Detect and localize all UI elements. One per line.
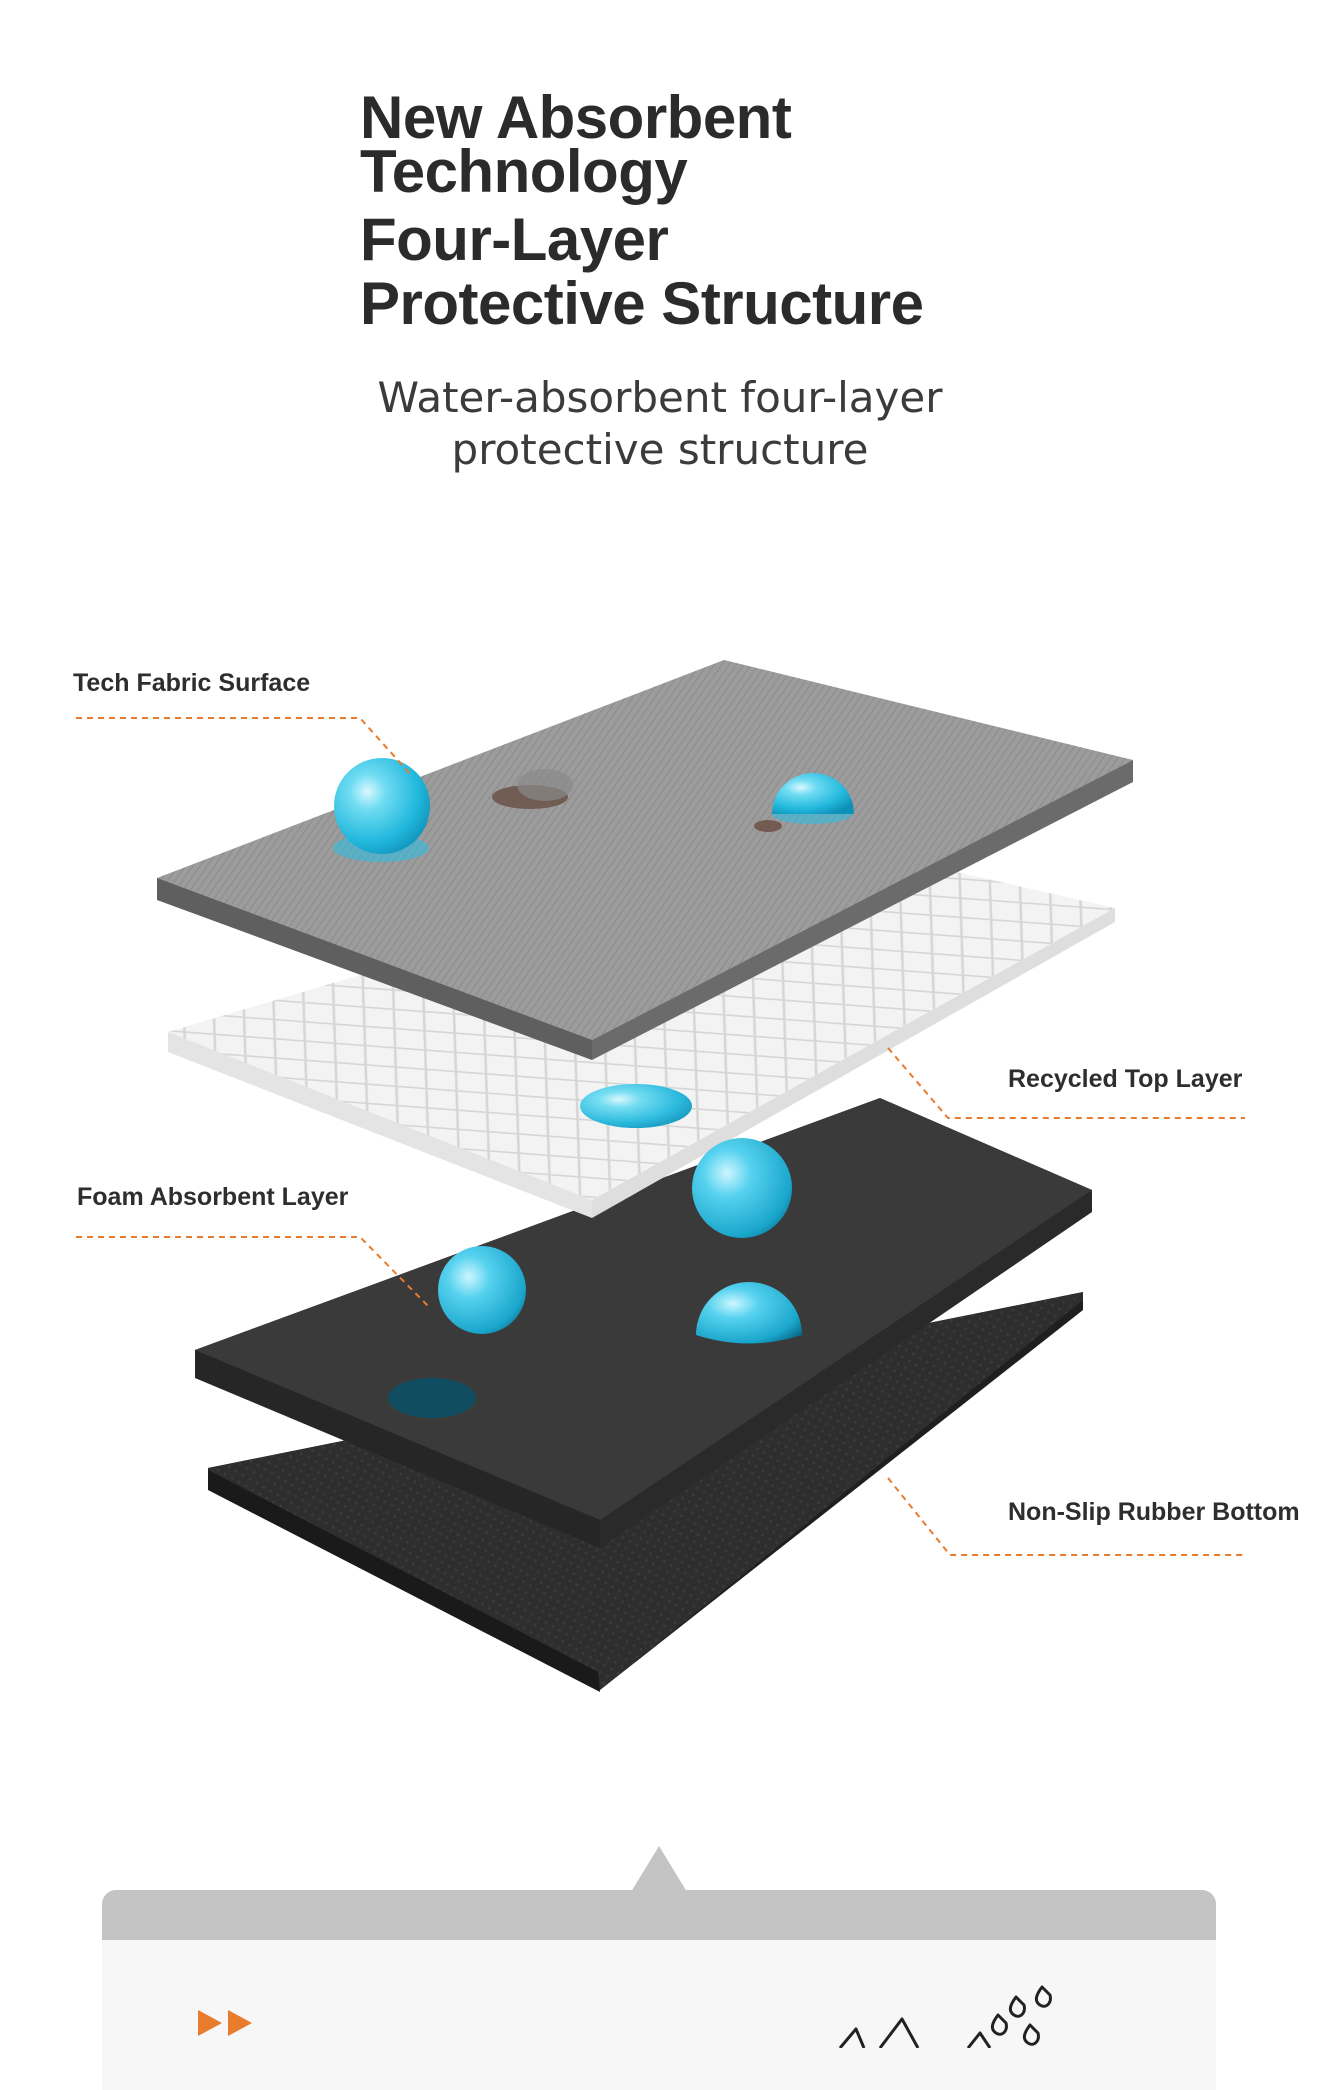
title-line-2: Technology [360,138,688,205]
title-line-3: Four-Layer [360,206,669,273]
title-line-4: Protective Structure [360,270,924,337]
callout-leaders [76,717,1245,1556]
page-title: New Absorbent Technology Four-Layer Prot… [360,88,1120,334]
label-tech-fabric-surface: Tech Fabric Surface [73,669,311,697]
label-foam-absorbent-layer: Foam Absorbent Layer [77,1183,349,1211]
tech-fabric-layer [157,660,1133,1060]
water-droplets [333,758,854,1418]
water-drops-icon [838,1985,1052,2048]
layer-structure-illustration [76,660,1245,1692]
subtitle-line-1: Water-absorbent four-layer [377,373,943,422]
title-line-1: New Absorbent [360,84,792,151]
label-recycled-top-layer: Recycled Top Layer [1008,1065,1243,1093]
subtitle-line-2: protective structure [451,425,869,474]
page-subtitle: Water-absorbent four-layer protective st… [300,372,1020,476]
double-play-icon [198,2010,252,2036]
label-non-slip-rubber-bottom: Non-Slip Rubber Bottom [1008,1498,1300,1526]
panel-notch [631,1846,687,1892]
